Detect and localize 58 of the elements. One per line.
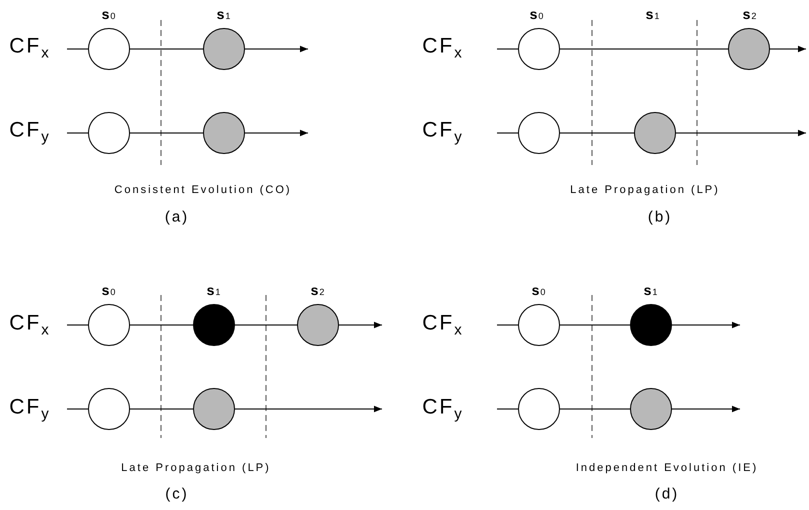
- clone-fragment-label: CF$_{y}$: [9, 396, 51, 422]
- connector-line: [496, 132, 518, 134]
- connector-line: [130, 324, 194, 326]
- state-circle: [88, 112, 130, 154]
- panel-caption: Independent Evolution (IE): [576, 462, 758, 474]
- panel-letter: (b): [648, 208, 672, 226]
- connector-line: [560, 408, 630, 410]
- state-circle: [193, 304, 235, 346]
- state-circle: [193, 388, 235, 430]
- state-circle: [728, 28, 770, 70]
- connector-line: [234, 324, 298, 326]
- connector-line: [130, 132, 204, 134]
- connector-line: [560, 132, 634, 134]
- arrow: [672, 406, 740, 412]
- connector-line: [66, 132, 88, 134]
- panel-caption: Late Propagation (LP): [121, 462, 271, 474]
- state-circle: [518, 388, 560, 430]
- clone-fragment-label: CF$_{y}$: [422, 396, 464, 422]
- state-circle: [630, 304, 672, 346]
- state-circle: [88, 388, 130, 430]
- connector-line: [66, 324, 88, 326]
- state-circle: [203, 112, 245, 154]
- clone-fragment-label: CF$_{y}$: [422, 118, 464, 146]
- clone-fragment-label: CF$_{x}$: [9, 34, 51, 62]
- panel-letter: (d): [654, 486, 680, 502]
- state-circle: [518, 304, 560, 346]
- connector-line: [496, 408, 518, 410]
- arrow: [244, 46, 308, 52]
- state-circle: [518, 112, 560, 154]
- connector-line: [66, 48, 88, 50]
- connector-line: [496, 324, 518, 326]
- clone-fragment-label: CF$_{x}$: [422, 312, 464, 338]
- clone-fragment-label: CF$_{y}$: [9, 118, 51, 146]
- panel-caption: Late Propagation (LP): [570, 184, 720, 196]
- arrow: [676, 130, 806, 136]
- clone-fragment-label: CF$_{x}$: [422, 34, 464, 62]
- state-circle: [630, 388, 672, 430]
- arrow: [338, 322, 382, 328]
- panel-letter: (c): [165, 486, 189, 502]
- panel-letter: (a): [164, 208, 190, 226]
- state-circle: [518, 28, 560, 70]
- state-circle: [297, 304, 339, 346]
- connector-line: [66, 408, 88, 410]
- arrow: [244, 130, 308, 136]
- clone-fragment-label: CF$_{x}$: [9, 312, 51, 338]
- state-circle: [203, 28, 245, 70]
- state-circle: [634, 112, 676, 154]
- state-circle: [88, 28, 130, 70]
- connector-line: [560, 48, 728, 50]
- connector-line: [560, 324, 630, 326]
- state-circle: [88, 304, 130, 346]
- arrow: [234, 406, 382, 412]
- arrow: [770, 46, 806, 52]
- connector-line: [130, 408, 194, 410]
- connector-line: [496, 48, 518, 50]
- connector-line: [130, 48, 204, 50]
- panel-caption: Consistent Evolution (CO): [114, 184, 292, 196]
- arrow: [672, 322, 740, 328]
